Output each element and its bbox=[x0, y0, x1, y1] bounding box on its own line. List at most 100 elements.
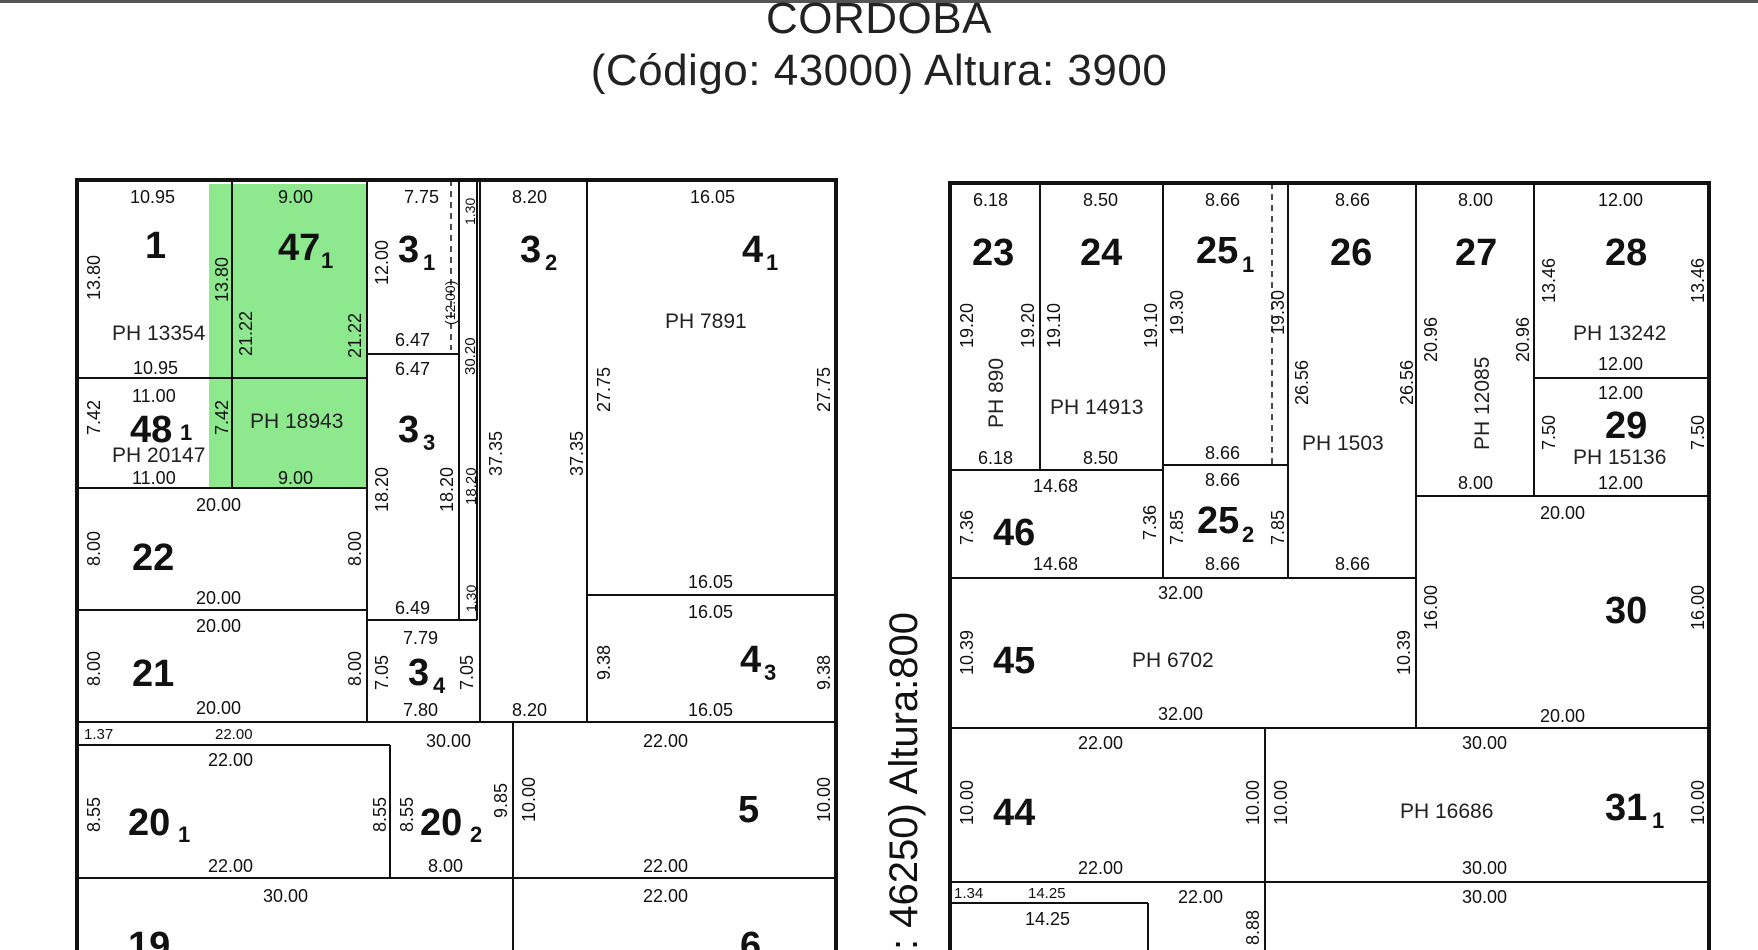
lot-25-1-sub: 1 bbox=[1242, 252, 1254, 277]
lot-47-1-sub: 1 bbox=[321, 248, 333, 273]
svg-text:6.47: 6.47 bbox=[395, 330, 430, 350]
lot-24: 24 bbox=[1080, 232, 1122, 274]
svg-text:22.00: 22.00 bbox=[208, 856, 253, 876]
right-block bbox=[948, 181, 1711, 950]
svg-text:8.00: 8.00 bbox=[345, 651, 365, 686]
svg-text:8.20: 8.20 bbox=[512, 700, 547, 720]
svg-text:12.00: 12.00 bbox=[1598, 190, 1643, 210]
svg-text:20.00: 20.00 bbox=[196, 588, 241, 608]
lot-4-3-sub: 3 bbox=[764, 660, 776, 685]
lot-25-2-sub: 2 bbox=[1242, 522, 1254, 547]
svg-text:8.66: 8.66 bbox=[1205, 190, 1240, 210]
svg-text:11.00: 11.00 bbox=[132, 468, 176, 488]
left-block bbox=[75, 178, 838, 950]
svg-text:7.75: 7.75 bbox=[404, 187, 439, 207]
svg-text:12.00: 12.00 bbox=[1598, 354, 1643, 374]
svg-text:20.00: 20.00 bbox=[196, 495, 241, 515]
svg-text:13.46: 13.46 bbox=[1688, 258, 1708, 303]
lot-3-3-sub: 3 bbox=[423, 430, 435, 455]
ph-13242: PH 13242 bbox=[1573, 322, 1666, 345]
lot-6: 6 bbox=[740, 925, 761, 950]
lot-3-2-sub: 2 bbox=[545, 250, 557, 275]
svg-text:13.46: 13.46 bbox=[1539, 258, 1559, 303]
svg-text:8.66: 8.66 bbox=[1205, 470, 1240, 490]
lot-3-1-sub: 1 bbox=[423, 250, 435, 275]
svg-text:16.05: 16.05 bbox=[690, 187, 735, 207]
lot-45: 45 bbox=[993, 640, 1035, 682]
svg-text:22.00: 22.00 bbox=[215, 726, 253, 743]
svg-text:10.39: 10.39 bbox=[1394, 630, 1414, 675]
lot-31-1: 31 bbox=[1605, 787, 1647, 829]
svg-text:12.00: 12.00 bbox=[1598, 383, 1643, 403]
lot-48-1: 48 bbox=[130, 409, 172, 451]
svg-text:7.36: 7.36 bbox=[957, 510, 977, 545]
right-ph-labels: PH 890 PH 14913 PH 1503 PH 12085 PH 1324… bbox=[985, 322, 1666, 823]
lot-46: 46 bbox=[993, 512, 1035, 554]
svg-text:10.00: 10.00 bbox=[957, 780, 977, 825]
svg-text:8.20: 8.20 bbox=[512, 187, 547, 207]
svg-text:27.75: 27.75 bbox=[814, 367, 834, 412]
svg-text:7.79: 7.79 bbox=[403, 628, 438, 648]
ph-12085: PH 12085 bbox=[1471, 357, 1494, 450]
lot-47-1: 47 bbox=[278, 227, 320, 269]
svg-text:10.00: 10.00 bbox=[1688, 780, 1708, 825]
svg-text:6.49: 6.49 bbox=[395, 598, 430, 618]
lot-30: 30 bbox=[1605, 590, 1647, 632]
svg-text:7.42: 7.42 bbox=[212, 400, 232, 435]
svg-text:1.30: 1.30 bbox=[462, 198, 478, 225]
svg-text:7.42: 7.42 bbox=[84, 400, 104, 435]
svg-text:16.05: 16.05 bbox=[688, 700, 733, 720]
ph-18943: PH 18943 bbox=[250, 410, 343, 433]
svg-text:32.00: 32.00 bbox=[1158, 704, 1203, 724]
svg-text:8.00: 8.00 bbox=[345, 531, 365, 566]
svg-text:37.35: 37.35 bbox=[567, 431, 587, 476]
svg-text:30.20: 30.20 bbox=[462, 337, 479, 375]
svg-text:22.00: 22.00 bbox=[1178, 887, 1223, 907]
svg-text:19.10: 19.10 bbox=[1044, 303, 1064, 348]
svg-text:8.50: 8.50 bbox=[1083, 448, 1118, 468]
lot-4-3: 4 bbox=[740, 639, 761, 681]
svg-text:12.00: 12.00 bbox=[372, 240, 392, 285]
svg-text:18.20: 18.20 bbox=[437, 467, 457, 512]
lot-5: 5 bbox=[738, 789, 759, 831]
svg-text:20.96: 20.96 bbox=[1513, 317, 1533, 362]
svg-text:8.55: 8.55 bbox=[397, 797, 417, 832]
svg-text:(12.00): (12.00) bbox=[442, 281, 458, 325]
svg-text:20.00: 20.00 bbox=[196, 616, 241, 636]
svg-text:22.00: 22.00 bbox=[643, 886, 688, 906]
svg-text:30.00: 30.00 bbox=[1462, 858, 1507, 878]
svg-text:30.00: 30.00 bbox=[263, 886, 308, 906]
lot-3-1: 3 bbox=[398, 229, 419, 271]
ph-14913: PH 14913 bbox=[1050, 396, 1143, 419]
svg-text:8.00: 8.00 bbox=[1458, 473, 1493, 493]
lot-25-1: 25 bbox=[1196, 230, 1238, 272]
svg-text:9.00: 9.00 bbox=[278, 187, 313, 207]
svg-text:27.75: 27.75 bbox=[594, 367, 614, 412]
lot-4-1: 4 bbox=[742, 229, 763, 271]
svg-text:8.00: 8.00 bbox=[84, 531, 104, 566]
lot-26: 26 bbox=[1330, 232, 1372, 274]
ph-20147: PH 20147 bbox=[112, 444, 205, 467]
svg-text:19.20: 19.20 bbox=[1018, 303, 1038, 348]
svg-text:30.00: 30.00 bbox=[426, 731, 471, 751]
svg-text:22.00: 22.00 bbox=[1078, 858, 1123, 878]
svg-text:6.18: 6.18 bbox=[973, 190, 1008, 210]
ph-1503: PH 1503 bbox=[1302, 432, 1384, 455]
svg-text:19.10: 19.10 bbox=[1141, 303, 1161, 348]
svg-text:1.37: 1.37 bbox=[84, 726, 113, 743]
left-lot-labels: 1 47 1 3 1 3 2 4 1 48 1 3 3 22 21 3 4 4 … bbox=[128, 225, 778, 950]
svg-text:10.00: 10.00 bbox=[519, 777, 539, 822]
svg-text:8.66: 8.66 bbox=[1205, 554, 1240, 574]
lot-4-1-sub: 1 bbox=[766, 250, 778, 275]
right-dimensions: 6.18 19.20 19.20 6.18 8.50 19.10 19.10 8… bbox=[954, 190, 1708, 945]
lot-3-3: 3 bbox=[398, 409, 419, 451]
svg-text:8.66: 8.66 bbox=[1335, 554, 1370, 574]
svg-text:8.55: 8.55 bbox=[84, 797, 104, 832]
svg-text:8.00: 8.00 bbox=[1458, 190, 1493, 210]
lot-48-1-sub: 1 bbox=[180, 420, 192, 445]
lot-44: 44 bbox=[993, 792, 1035, 834]
svg-text:7.50: 7.50 bbox=[1688, 415, 1708, 450]
svg-text:19.30: 19.30 bbox=[1167, 290, 1187, 335]
highlighted-lot-47-1[interactable] bbox=[209, 184, 367, 488]
